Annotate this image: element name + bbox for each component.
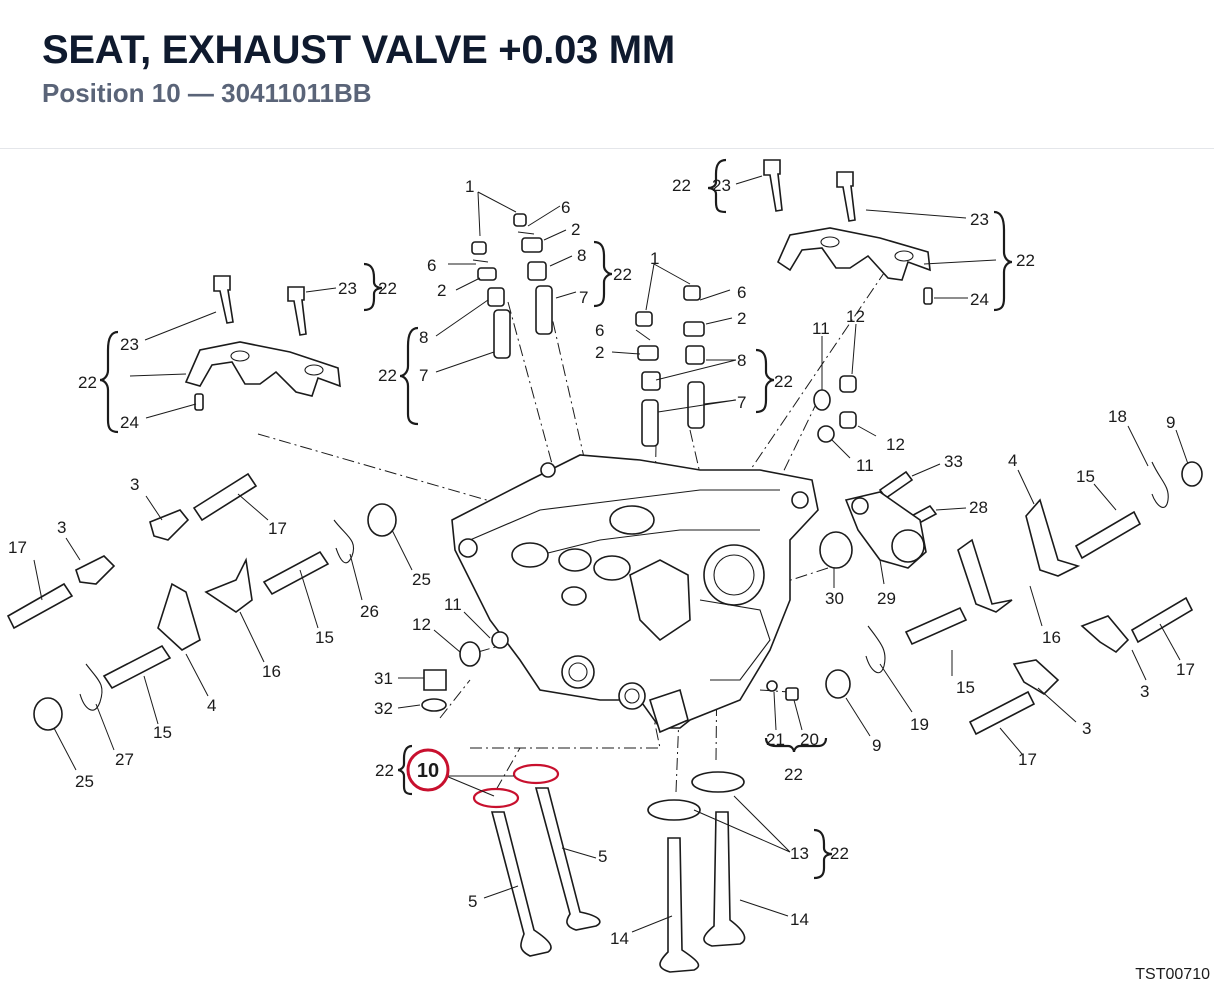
callout-7: 7 <box>737 393 746 412</box>
callout-8: 8 <box>737 351 746 370</box>
callout-6: 6 <box>595 321 604 340</box>
callout-15: 15 <box>153 723 172 742</box>
callout-6: 6 <box>427 256 436 275</box>
group-braces <box>99 158 1013 880</box>
callout-23: 23 <box>338 279 357 298</box>
page-header: SEAT, EXHAUST VALVE +0.03 MM Position 10… <box>0 0 1214 149</box>
callout-22: 22 <box>672 176 691 195</box>
callout-15: 15 <box>315 628 334 647</box>
valves <box>490 787 746 973</box>
callout-6: 6 <box>561 198 570 217</box>
callout-15: 15 <box>1076 467 1095 486</box>
callout-17: 17 <box>1018 750 1037 769</box>
callout-12: 12 <box>412 615 431 634</box>
callout-10-highlighted: 10 <box>417 760 439 782</box>
plugs-and-fittings <box>421 375 938 712</box>
callout-33: 33 <box>944 452 963 471</box>
callout-3: 3 <box>130 475 139 494</box>
callout-2: 2 <box>571 220 580 239</box>
callout-23: 23 <box>712 176 731 195</box>
callout-2: 2 <box>737 309 746 328</box>
callout-2: 2 <box>437 281 446 300</box>
callout-5: 5 <box>598 847 607 866</box>
callout-1: 1 <box>465 177 474 196</box>
callout-22: 22 <box>78 373 97 392</box>
callout-9: 9 <box>872 736 881 755</box>
callout-9: 9 <box>1166 413 1175 432</box>
callout-3: 3 <box>1140 682 1149 701</box>
callout-22: 22 <box>1016 251 1035 270</box>
callout-21: 21 <box>766 730 785 749</box>
callout-7: 7 <box>579 288 588 307</box>
callout-23: 23 <box>120 335 139 354</box>
callout-6: 6 <box>737 283 746 302</box>
callout-3: 3 <box>57 518 66 537</box>
callout-5: 5 <box>468 892 477 911</box>
callout-8: 8 <box>577 246 586 265</box>
callout-11: 11 <box>812 319 830 338</box>
valve-seats <box>472 763 745 821</box>
callout-23: 23 <box>970 210 989 229</box>
leader-lines <box>33 175 1189 933</box>
callout-20: 20 <box>800 730 819 749</box>
valve-train-top <box>471 213 705 447</box>
callout-22: 22 <box>375 761 394 780</box>
callout-16: 16 <box>1042 628 1061 647</box>
callout-22: 22 <box>613 265 632 284</box>
callout-28: 28 <box>969 498 988 517</box>
callout-25: 25 <box>75 772 94 791</box>
callout-30: 30 <box>825 589 844 608</box>
exploded-view-diagram: 1 6 2 6 2 8 22 7 8 22 7 23 22 23 22 24 2… <box>6 158 1203 973</box>
callout-12: 12 <box>846 307 865 326</box>
callout-26: 26 <box>360 602 379 621</box>
callout-17: 17 <box>1176 660 1195 679</box>
callout-12: 12 <box>886 435 905 454</box>
callout-24: 24 <box>970 290 989 309</box>
callout-3: 3 <box>1082 719 1091 738</box>
page-subtitle: Position 10 — 30411011BB <box>42 78 372 108</box>
callout-15: 15 <box>956 678 975 697</box>
callout-25: 25 <box>412 570 431 589</box>
callout-14: 14 <box>610 929 629 948</box>
camshaft-cap-right <box>776 227 933 305</box>
drawing-reference: TST00710 <box>1135 966 1210 983</box>
callout-18: 18 <box>1108 407 1127 426</box>
callout-7: 7 <box>419 366 428 385</box>
highlight-circle <box>406 748 450 792</box>
callout-31: 31 <box>374 669 393 688</box>
callout-22: 22 <box>784 765 803 784</box>
callout-4: 4 <box>1008 451 1017 470</box>
callout-11: 11 <box>856 456 874 475</box>
callout-22: 22 <box>378 279 397 298</box>
callout-22: 22 <box>774 372 793 391</box>
callout-4: 4 <box>207 696 216 715</box>
callout-24: 24 <box>120 413 139 432</box>
callout-17: 17 <box>268 519 287 538</box>
callout-32: 32 <box>374 699 393 718</box>
callout-29: 29 <box>877 589 896 608</box>
callout-27: 27 <box>115 750 134 769</box>
callout-14: 14 <box>790 910 809 929</box>
callout-8: 8 <box>419 328 428 347</box>
callout-1: 1 <box>650 249 659 268</box>
callout-16: 16 <box>262 662 281 681</box>
callout-11: 11 <box>444 595 462 614</box>
cylinder-head <box>451 454 819 734</box>
callout-labels: 1 6 2 6 2 8 22 7 8 22 7 23 22 23 22 24 2… <box>8 176 1195 948</box>
callout-13: 13 <box>790 844 809 863</box>
callout-22: 22 <box>830 844 849 863</box>
callout-17: 17 <box>8 538 27 557</box>
callout-22: 22 <box>378 366 397 385</box>
callout-19: 19 <box>910 715 929 734</box>
cap-bolts <box>213 159 856 336</box>
page-title: SEAT, EXHAUST VALVE +0.03 MM <box>42 28 675 72</box>
camshaft-cap-left <box>184 341 341 411</box>
callout-2: 2 <box>595 343 604 362</box>
rocker-assembly <box>6 461 1203 736</box>
